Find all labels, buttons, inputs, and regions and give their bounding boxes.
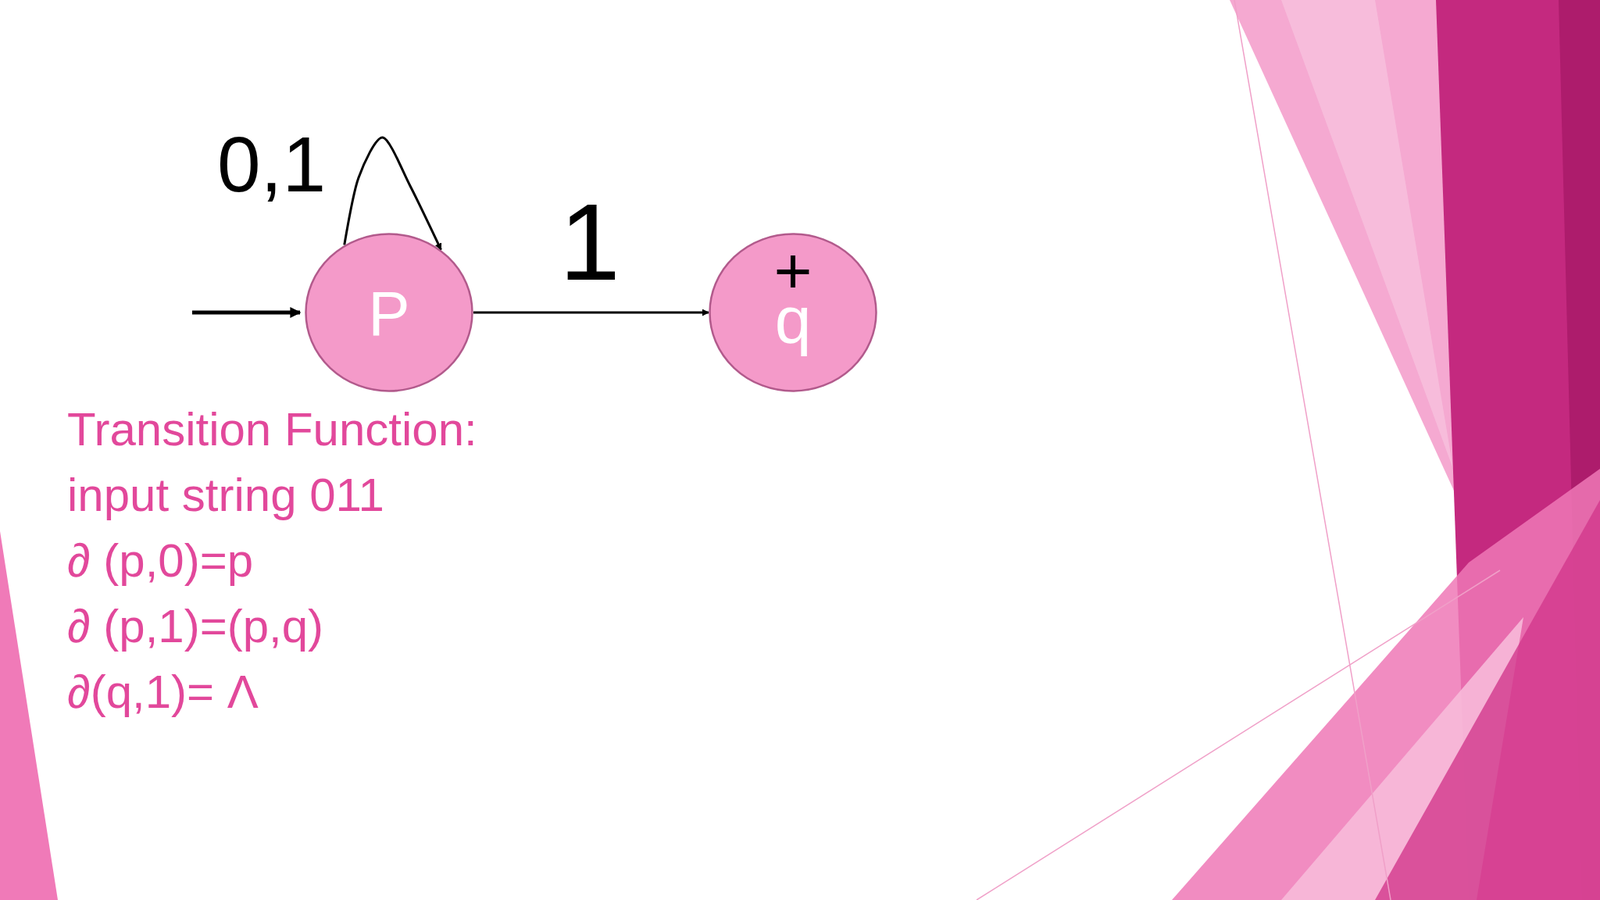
transition-note: ∂(q,1)= Λ xyxy=(67,668,259,716)
transition-note: input string 011 xyxy=(67,471,385,519)
left-strip xyxy=(0,531,58,900)
state-circle: P xyxy=(304,232,474,393)
state-name: q xyxy=(708,287,878,354)
deep-triangle xyxy=(1375,500,1600,900)
state-name: P xyxy=(304,282,474,346)
transition-note: Transition Function: xyxy=(67,406,478,454)
start-arrow xyxy=(192,310,300,315)
state-circle: +q xyxy=(708,232,878,393)
thin-line xyxy=(976,570,1500,900)
transition-label: 1 xyxy=(559,187,621,297)
thin-line xyxy=(1234,0,1391,900)
self-loop xyxy=(344,137,442,250)
transition-note: ∂ (p,1)=(p,q) xyxy=(67,603,324,650)
pale-pink-band xyxy=(1281,0,1454,469)
pink-triangle xyxy=(1171,468,1600,900)
transition-label: 0,1 xyxy=(217,125,326,204)
transition-arrow xyxy=(473,311,709,315)
transition-note: ∂ (p,0)=p xyxy=(67,537,254,585)
